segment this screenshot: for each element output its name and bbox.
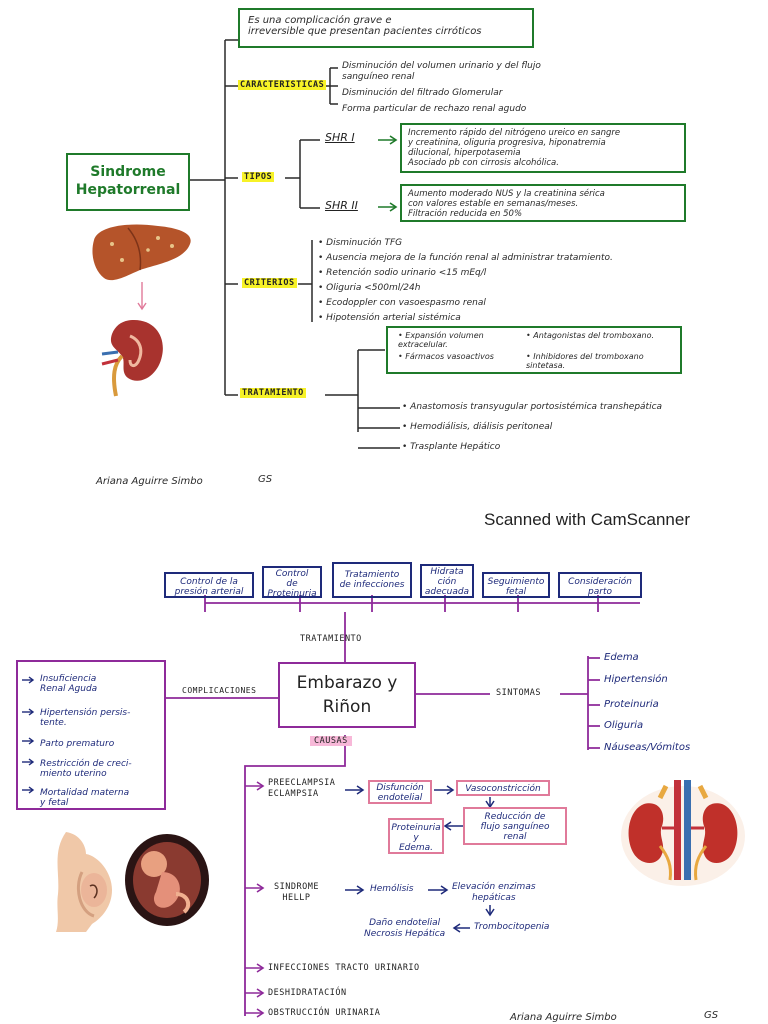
- definition-line2: irreversible que presentan pacientes cir…: [248, 26, 482, 37]
- caracteristicas-list: Disminución del volumen urinario y del f…: [342, 61, 622, 115]
- label-causas: CAUSAS: [310, 736, 352, 746]
- shr1-box: Incremento rápido del nitrógeno ureico e…: [400, 123, 686, 173]
- sintoma-item: Náuseas/Vómitos: [604, 742, 691, 753]
- signature-bottom: Ariana Aguirre Simbo: [510, 1012, 617, 1023]
- shr2-desc-line: con valores estable en semanas/meses.: [408, 199, 579, 209]
- title-line1: Sindrome: [90, 164, 166, 180]
- shr1-desc-line: Asociado pb con cirrosis alcohólica.: [408, 158, 559, 168]
- liver-image: [92, 224, 191, 281]
- embarazo-title-line1: Embarazo y: [296, 673, 398, 693]
- label-tratamiento: TRATAMIENTO: [240, 388, 306, 398]
- shr2-box: Aumento moderado NUS y la creatinina sér…: [400, 184, 686, 222]
- criterio-item: • Ausencia mejora de la función renal al…: [318, 253, 613, 263]
- criterio-item: • Oliguria <500ml/24h: [318, 283, 421, 293]
- tratamiento-box-item: • Inhibidores del tromboxano sintetasa.: [526, 352, 644, 370]
- signature-tag-bottom: GS: [704, 1010, 719, 1021]
- sintoma-item: Proteinuria: [604, 699, 659, 710]
- complicacion-item: Hipertensión persis-tente.: [40, 708, 131, 728]
- trombocitopenia-text: Trombocitopenia: [474, 922, 550, 932]
- embarazo-title-box: Embarazo y Riñon: [278, 662, 416, 728]
- label-tipos: TIPOS: [242, 172, 275, 182]
- fetus-image: [125, 834, 209, 926]
- shr2-label: SHR II: [325, 199, 358, 212]
- sintoma-item: Oliguria: [604, 720, 644, 731]
- kidneys-image: [621, 780, 745, 886]
- signature-tag-top: GS: [258, 474, 273, 485]
- hemolisis-text: Hemólisis: [370, 884, 414, 894]
- vasoconstriccion-box: Vasoconstricción: [456, 780, 550, 796]
- shr1-desc-line: dilucional, hiperpotasemia: [408, 148, 521, 158]
- definition-box: Es una complicación grave e irreversible…: [238, 8, 534, 48]
- tratamiento-item: • Trasplante Hepático: [402, 442, 501, 452]
- tratamiento-item: • Anastomosis transyugular portosistémic…: [402, 402, 663, 412]
- shr2-desc-line: Aumento moderado NUS y la creatinina sér…: [408, 189, 605, 199]
- label-sintomas: SINTOMAS: [496, 688, 541, 698]
- complicacion-item: Restricción de creci-miento uterino: [40, 759, 132, 779]
- label-tratamiento-bottom: TRATAMIENTO: [300, 634, 362, 644]
- pregnant-woman-image: [56, 832, 112, 932]
- title-box: Sindrome Hepatorrenal: [66, 153, 190, 211]
- tratamiento-box-item: • Fármacos vasoactivos: [398, 352, 494, 361]
- shr1-desc-line: Incremento rápido del nitrógeno ureico e…: [408, 128, 621, 138]
- cause-infecciones: INFECCIONES TRACTO URINARIO: [268, 963, 420, 973]
- criterio-item: • Ecodoppler con vasoespasmo renal: [318, 298, 486, 308]
- criterio-item: • Hipotensión arterial sistémica: [318, 313, 461, 323]
- tratamiento-box-item: • Antagonistas del tromboxano.: [526, 331, 655, 340]
- sintoma-item: Edema: [604, 652, 639, 663]
- sintoma-item: Hipertensión: [604, 674, 668, 685]
- shr2-desc-line: Filtración reducida en 50%: [408, 209, 523, 219]
- caracteristica-item: Forma particular de rechazo renal agudo: [342, 104, 527, 114]
- caracteristica-item: Disminución del filtrado Glomerular: [342, 88, 503, 98]
- shr1-desc-line: y creatinina, oliguria progresiva, hipon…: [408, 138, 606, 148]
- label-complicaciones: COMPLICACIONES: [182, 686, 257, 695]
- embarazo-title-line2: Riñon: [322, 697, 372, 717]
- title-line2: Hepatorrenal: [75, 182, 181, 198]
- criterio-item: • Disminución TFG: [318, 238, 403, 248]
- caracteristica-item: Disminución del volumen urinario y del f…: [342, 61, 541, 71]
- tratamiento-box: • Expansión volumen extracelular. • Fárm…: [386, 326, 682, 374]
- criterios-list: • Disminución TFG • Ausencia mejora de l…: [318, 236, 698, 326]
- kidney-image: [101, 320, 163, 397]
- cause-obstruccion: OBSTRUCCIÓN URINARIA: [268, 1008, 381, 1018]
- signature-top: Ariana Aguirre Simbo: [96, 476, 203, 487]
- caracteristica-item: sanguíneo renal: [342, 72, 415, 82]
- shr1-label: SHR I: [325, 131, 355, 144]
- cause-deshidratacion: DESHIDRATACIÓN: [268, 988, 347, 998]
- tratamiento-box-item: • Expansión volumen extracelular.: [398, 331, 484, 349]
- tratamiento-item: • Hemodiálisis, diálisis peritoneal: [402, 422, 553, 432]
- label-caracteristicas: CARACTERISTICAS: [238, 80, 327, 90]
- label-criterios: CRITERIOS: [242, 278, 297, 288]
- complicacion-item: Parto prematuro: [40, 739, 115, 749]
- criterio-item: • Retención sodio urinario <15 mEq/l: [318, 268, 487, 278]
- definition-line1: Es una complicación grave e: [248, 15, 392, 26]
- scanner-watermark: Scanned with CamScanner: [484, 510, 691, 529]
